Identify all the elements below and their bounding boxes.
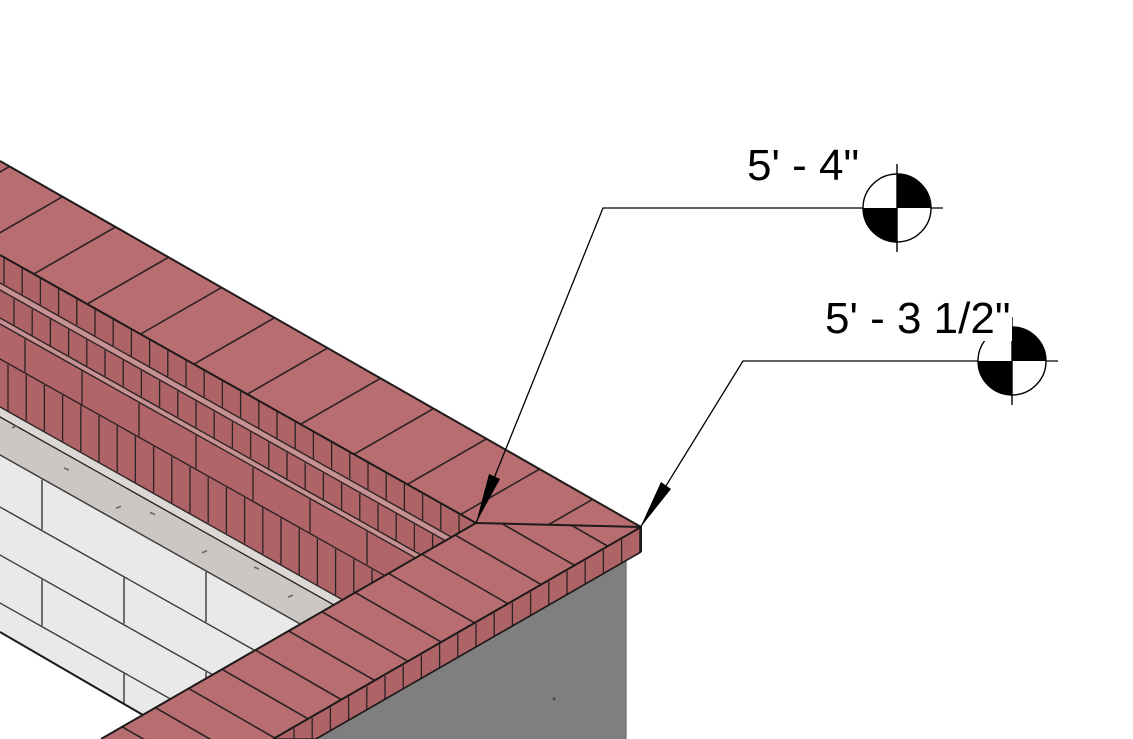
main-wall-inner-face: [0, 255, 476, 739]
leader-line-2: [639, 360, 1058, 529]
section-box-bottom-edge: [0, 631, 144, 716]
spot-elevation-text-2: 5' - 3 1/2": [823, 294, 1013, 343]
spot-elevation-target-icon-1: [862, 164, 932, 252]
leader-line-1: [475, 207, 943, 524]
spot-elevation-annotation-1: [475, 207, 943, 524]
front-wall-coping-top: [101, 523, 641, 739]
concrete-speck-dot: [552, 697, 556, 701]
spot-elevation-annotation-2: [639, 360, 1058, 529]
leader-arrowhead-1: [476, 474, 500, 523]
spot-elevation-text-1: 5' - 4": [745, 141, 862, 190]
leader-arrowhead-2: [640, 482, 671, 528]
coping-edge-lines: [0, 160, 642, 739]
spot-elevation-target-icon-2: [977, 317, 1047, 405]
